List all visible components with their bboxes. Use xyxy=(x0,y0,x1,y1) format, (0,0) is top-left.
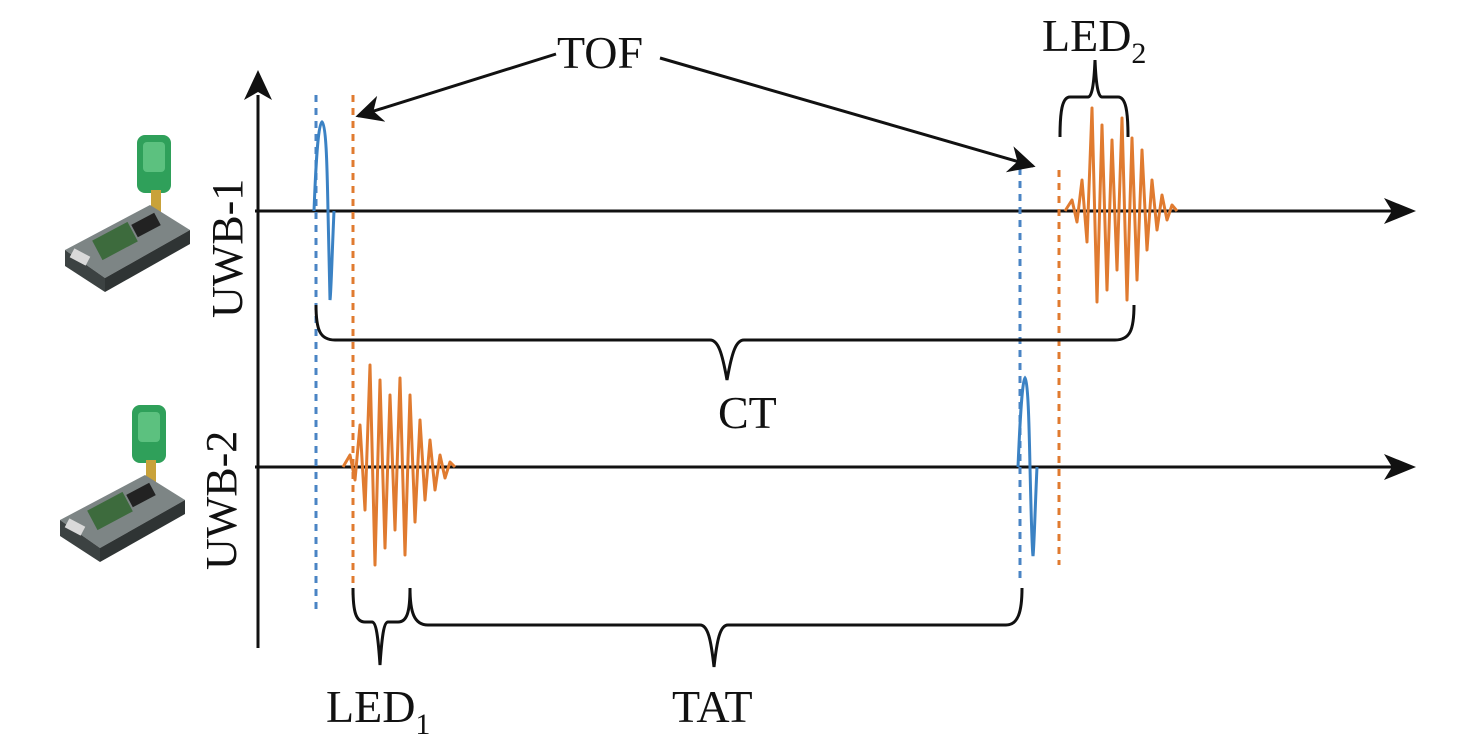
ct-brace xyxy=(314,304,1136,381)
led1-label: LED1 xyxy=(326,681,430,741)
led1-brace xyxy=(351,587,412,666)
ct-label: CT xyxy=(718,387,777,438)
tof-arrow-left xyxy=(355,52,557,122)
blue-pulse-uwb1 xyxy=(312,120,336,301)
tof-label: TOF xyxy=(557,27,643,78)
uwb-device-icon xyxy=(65,135,190,292)
uwb2-axis-label: UWB-2 xyxy=(197,431,246,570)
blue-pulse-uwb2 xyxy=(1016,375,1039,557)
uwb1-axis-label: UWB-1 xyxy=(203,179,252,318)
uwb-device-icon xyxy=(60,405,185,562)
tof-arrow-right xyxy=(659,56,1036,173)
led2-brace xyxy=(1058,59,1130,138)
tat-brace xyxy=(408,587,1024,668)
tat-label: TAT xyxy=(672,681,753,732)
orange-wave-led1 xyxy=(341,363,457,567)
led2-label: LED2 xyxy=(1042,10,1146,70)
orange-wave-led2 xyxy=(1063,106,1179,304)
timeline-uwb2 xyxy=(255,454,1416,480)
vertical-axis xyxy=(244,70,272,648)
timeline-uwb1 xyxy=(255,198,1416,224)
